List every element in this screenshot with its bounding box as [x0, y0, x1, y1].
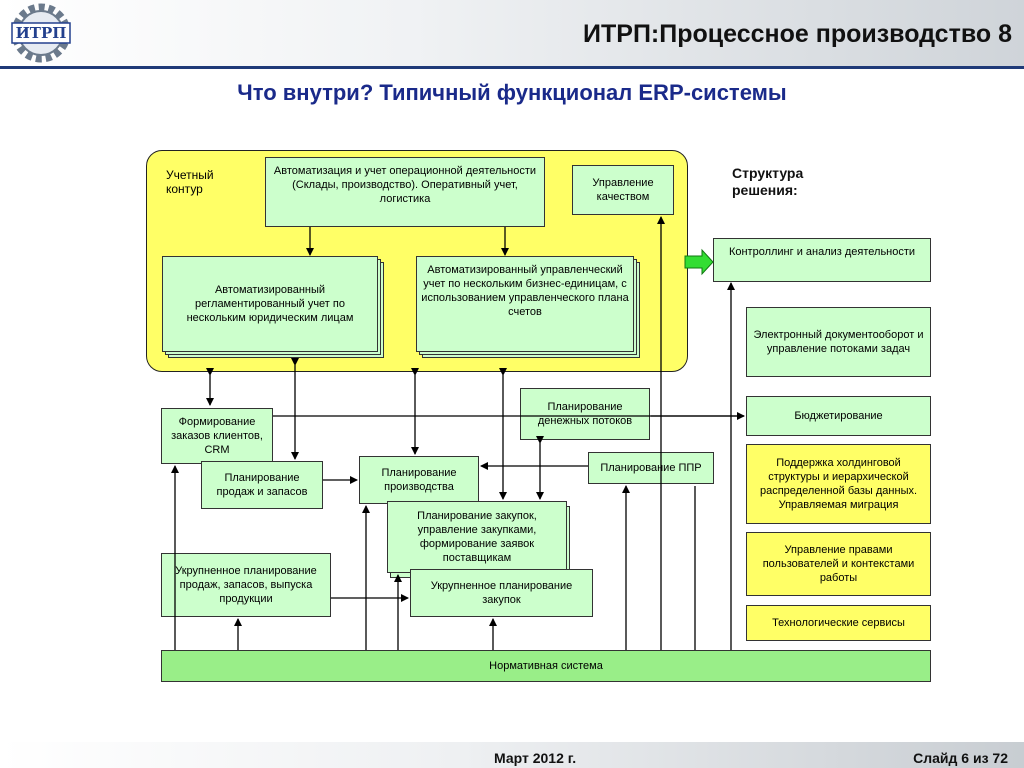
box-orders-crm: Формирование заказов клиентов, CRM — [161, 408, 273, 464]
box-aggregate-sales: Укрупненное планирование продаж, запасов… — [161, 553, 331, 617]
footer-date: Март 2012 г. — [494, 750, 577, 766]
logo-text: ИТРП — [15, 24, 67, 42]
box-budgeting: Бюджетирование — [746, 396, 931, 436]
slide-title: ИТРП:Процессное производство 8 — [583, 20, 1012, 48]
box-tech-services: Технологические сервисы — [746, 605, 931, 641]
slide-footer — [0, 742, 1024, 768]
box-sales-planning: Планирование продаж и запасов — [201, 461, 323, 509]
box-regulated-accounting: Автоматизированный регламентированный уч… — [162, 256, 378, 352]
slide-subtitle: Что внутри? Типичный функционал ERP-сист… — [237, 80, 787, 105]
box-automation-ops: Автоматизация и учет операционной деятел… — [265, 157, 545, 227]
header-divider — [0, 66, 1024, 69]
box-controlling: Контроллинг и анализ деятельности — [713, 238, 931, 282]
box-cash-planning: Планирование денежных потоков — [520, 388, 650, 440]
box-normative-system: Нормативная система — [161, 650, 931, 682]
solution-structure-label: Структура решения: — [732, 165, 804, 198]
box-holding: Поддержка холдинговой структуры и иерарх… — [746, 444, 931, 524]
box-quality: Управление качеством — [572, 165, 674, 215]
box-ppr-planning: Планирование ППР — [588, 452, 714, 484]
accounting-contour-label: Учетный контур — [166, 168, 214, 196]
box-management-accounting: Автоматизированный управленческий учет п… — [416, 256, 634, 352]
itrp-logo: ИТРП — [6, 2, 76, 64]
slide-header — [0, 0, 1024, 66]
green-arrow-icon — [684, 248, 714, 276]
box-production-planning: Планирование производства — [359, 456, 479, 504]
gear-logo-icon — [11, 3, 71, 63]
footer-slide-counter: Слайд 6 из 72 — [913, 750, 1008, 766]
box-access-rights: Управление правами пользователей и конте… — [746, 532, 931, 596]
box-aggregate-purchase: Укрупненное планирование закупок — [410, 569, 593, 617]
box-purchase-planning: Планирование закупок, управление закупка… — [387, 501, 567, 573]
box-edoc: Электронный документооборот и управление… — [746, 307, 931, 377]
